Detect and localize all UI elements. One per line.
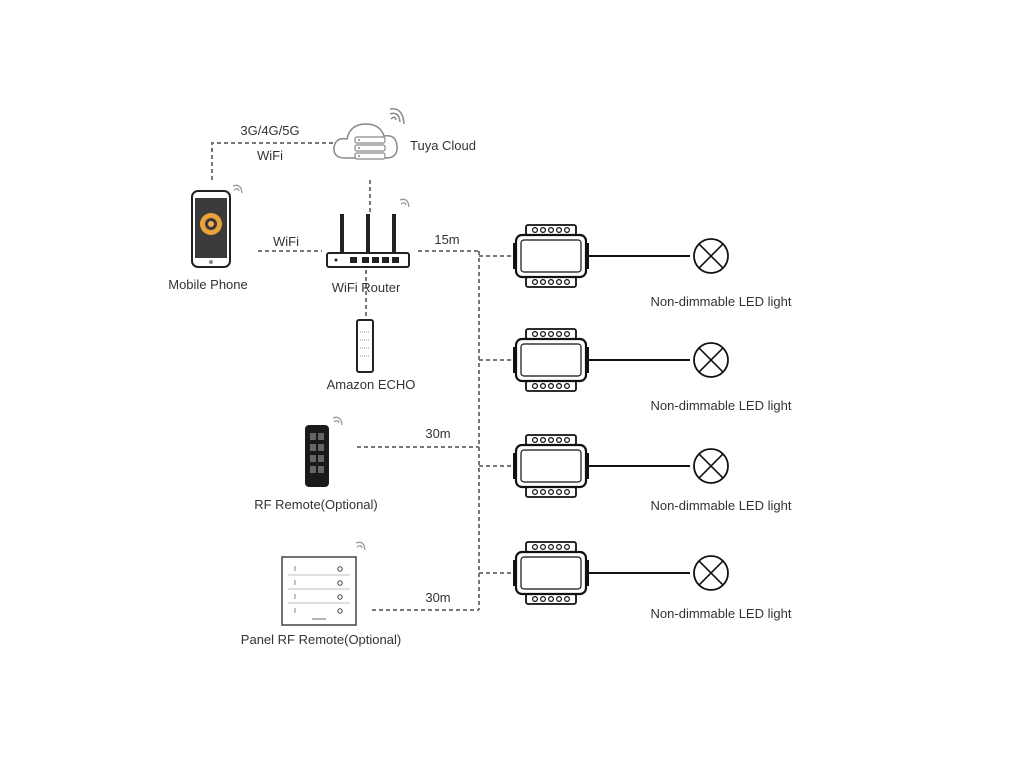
cloud-server-icon xyxy=(333,123,398,160)
light-label: Non-dimmable LED light xyxy=(651,498,792,513)
panel-remote-label: Panel RF Remote(Optional) xyxy=(241,632,401,647)
smart-speaker-icon xyxy=(356,319,374,373)
svg-text:I: I xyxy=(294,608,296,615)
mobile-connection-top-label: 3G/4G/5G xyxy=(240,123,299,138)
smartphone-icon xyxy=(191,190,231,268)
lamp-icon xyxy=(693,555,729,591)
lamp-group xyxy=(693,238,729,591)
router-label: WiFi Router xyxy=(332,280,401,295)
wireless-signal-icon xyxy=(332,416,343,426)
wireless-signal-icon xyxy=(232,184,243,194)
light-label: Non-dimmable LED light xyxy=(651,398,792,413)
panel-remote-icon: I I I I xyxy=(281,556,357,626)
wifi-router-icon xyxy=(326,214,410,268)
controller-module-icon xyxy=(513,224,589,288)
light-label: Non-dimmable LED light xyxy=(651,294,792,309)
lamp-icon xyxy=(693,342,729,378)
rf-remote-label: RF Remote(Optional) xyxy=(254,497,378,512)
controller-module-icon xyxy=(513,541,589,605)
wireless-signal-icon xyxy=(355,541,366,551)
phone-wifi-label: WiFi xyxy=(273,234,299,249)
svg-text:I: I xyxy=(294,566,296,573)
wireless-signal-icon xyxy=(399,198,410,208)
lamp-icon xyxy=(693,448,729,484)
lamp-icon xyxy=(693,238,729,274)
svg-text:I: I xyxy=(294,594,296,601)
controller-module-icon xyxy=(513,328,589,392)
controller-group xyxy=(513,224,589,605)
echo-label: Amazon ECHO xyxy=(327,377,416,392)
svg-text:I: I xyxy=(294,580,296,587)
light-label: Non-dimmable LED light xyxy=(651,606,792,621)
panel-distance-label: 30m xyxy=(425,590,450,605)
controller-module-icon xyxy=(513,434,589,498)
router-distance-label: 15m xyxy=(434,232,459,247)
wireless-signal-icon xyxy=(389,108,405,125)
cloud-label: Tuya Cloud xyxy=(410,138,476,153)
connection-lines xyxy=(211,142,690,611)
phone-cloud-link xyxy=(211,142,335,180)
remote-distance-label: 30m xyxy=(425,426,450,441)
rf-remote-icon xyxy=(305,425,329,487)
mobile-phone-label: Mobile Phone xyxy=(168,277,248,292)
mobile-connection-bottom-label: WiFi xyxy=(257,148,283,163)
